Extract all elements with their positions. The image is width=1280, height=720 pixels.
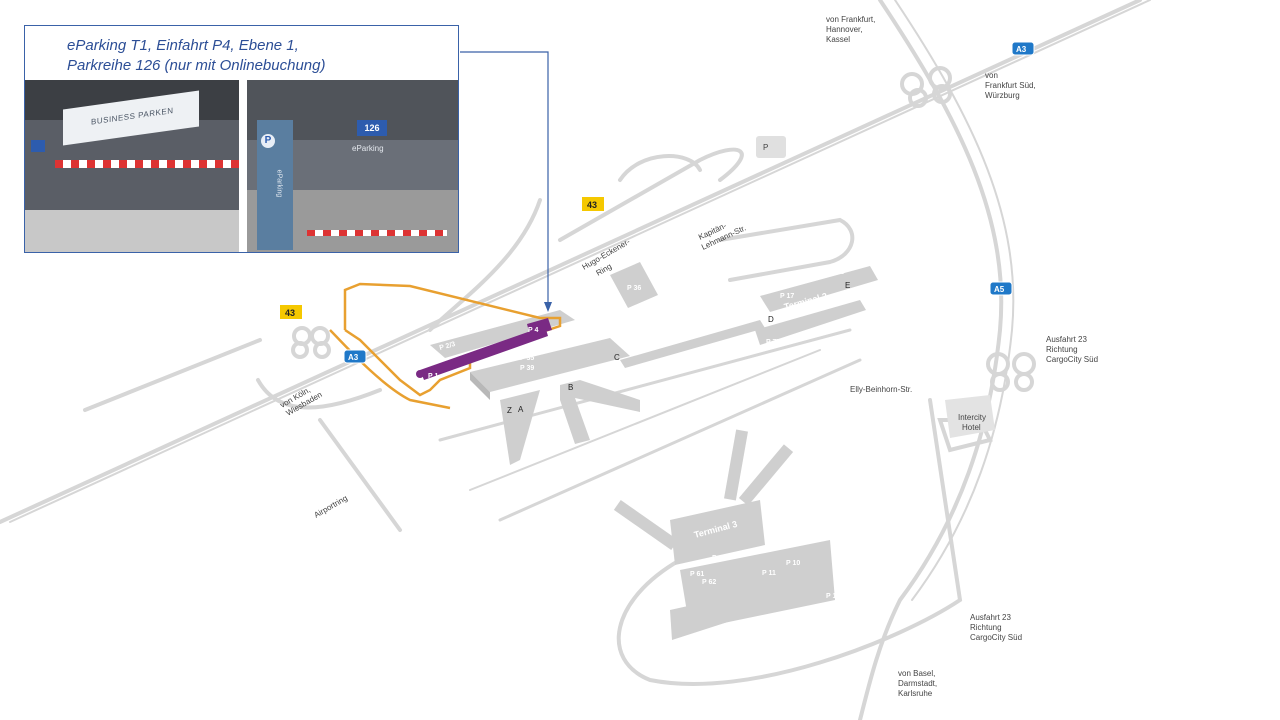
p5-label: P 5 bbox=[412, 345, 422, 352]
column-label: eParking bbox=[275, 169, 283, 198]
eparking-info-box: eParking T1, Einfahrt P4, Ebene 1, Parkr… bbox=[24, 25, 459, 253]
pier-e: E bbox=[845, 281, 850, 290]
intercity-label-2: Hotel bbox=[962, 423, 981, 432]
label-from-frankfurt-3: Kassel bbox=[826, 35, 850, 44]
side-road-left bbox=[83, 338, 262, 412]
b43-left-text: 43 bbox=[285, 308, 295, 318]
info-title: eParking T1, Einfahrt P4, Ebene 1, Parkr… bbox=[67, 36, 447, 76]
pier-c: C bbox=[614, 353, 620, 362]
intercity-label-1: Intercity bbox=[958, 413, 986, 422]
p4-label: P 4 bbox=[528, 327, 538, 334]
b43-top-text: 43 bbox=[587, 200, 597, 210]
interchange-left bbox=[291, 326, 331, 359]
p8-label: P 8 bbox=[776, 339, 786, 346]
terminal-1: Terminal 1 bbox=[430, 310, 765, 465]
p36-building bbox=[610, 262, 658, 308]
intercity-hotel bbox=[945, 395, 995, 438]
label-airportring: Airportring bbox=[313, 493, 349, 519]
p61-label: P 61 bbox=[690, 571, 704, 578]
p63-label: P 63 bbox=[712, 555, 726, 562]
p-top-label: P bbox=[763, 143, 768, 152]
label-frankfurt-sued-2: Frankfurt Süd, bbox=[985, 81, 1036, 90]
p-top-block bbox=[756, 136, 786, 158]
pier-d: D bbox=[768, 315, 774, 324]
pier-z: Z bbox=[507, 406, 512, 415]
label-frankfurt-sued-1: von bbox=[985, 71, 998, 80]
interchange-top bbox=[900, 66, 952, 108]
p12-label: P 12 bbox=[826, 593, 840, 600]
pier-b: B bbox=[568, 383, 573, 392]
info-title-line-1: eParking T1, Einfahrt P4, Ebene 1, bbox=[67, 37, 299, 54]
label-frankfurt-sued-3: Würzburg bbox=[985, 91, 1020, 100]
p11-label: P 11 bbox=[762, 570, 776, 577]
interchange-right bbox=[986, 352, 1036, 392]
photo-eparking-entrance: P eParking 126 eParking bbox=[247, 80, 458, 252]
b43-shield-left bbox=[280, 305, 302, 319]
p17-label: P 17 bbox=[780, 293, 794, 300]
a3-highway bbox=[0, 0, 1142, 524]
a3-left-text: A3 bbox=[348, 353, 359, 362]
p39-label: P 39 bbox=[520, 365, 534, 372]
airportring-road bbox=[318, 418, 402, 532]
p1-label: P 1 bbox=[428, 373, 438, 380]
label-from-frankfurt-1: von Frankfurt, bbox=[826, 15, 875, 24]
label-elly-beinhorn: Elly-Beinhorn-Str. bbox=[850, 385, 912, 394]
p18-label: P 18 bbox=[830, 269, 844, 276]
label-from-frankfurt-2: Hannover, bbox=[826, 25, 862, 34]
photo-business-parken: BUSINESS PARKEN bbox=[25, 80, 239, 252]
label-from-basel-3: Karlsruhe bbox=[898, 689, 933, 698]
row-126-sign: 126 bbox=[357, 120, 387, 136]
terminal-3: Terminal 3 bbox=[613, 429, 835, 640]
info-title-line-2: Parkreihe 126 (nur mit Onlinebuchung) bbox=[67, 57, 326, 74]
a5-highway bbox=[858, 0, 1004, 720]
terminal-2: Terminal 2 bbox=[755, 266, 878, 345]
a3-shield-top bbox=[1011, 41, 1035, 56]
pier-a: A bbox=[518, 405, 524, 414]
p2-label: P 2/3 bbox=[439, 341, 457, 352]
business-parken-text: BUSINESS PARKEN bbox=[91, 106, 174, 127]
eparking-wall-text: eParking bbox=[352, 144, 384, 153]
b43-shield-top bbox=[582, 197, 604, 211]
label-exit23-top-2: Richtung bbox=[1046, 345, 1078, 354]
a5-text: A5 bbox=[994, 285, 1005, 294]
label-from-basel-1: von Basel, bbox=[898, 669, 935, 678]
p36-label: P 36 bbox=[627, 285, 641, 292]
pointer-line bbox=[460, 51, 549, 305]
p62-label: P 62 bbox=[702, 579, 716, 586]
a3-shield-left bbox=[343, 349, 367, 364]
p10-label: P 10 bbox=[786, 560, 800, 567]
a3-top-text: A3 bbox=[1016, 45, 1027, 54]
p7-label: P 7 bbox=[766, 339, 776, 346]
label-exit23-top-1: Ausfahrt 23 bbox=[1046, 335, 1087, 344]
label-exit23-bottom-2: Richtung bbox=[970, 623, 1002, 632]
a5-shield bbox=[989, 281, 1013, 296]
label-exit23-bottom-1: Ausfahrt 23 bbox=[970, 613, 1011, 622]
p35-label: P 35 bbox=[520, 355, 534, 362]
p31-label: P 31 bbox=[484, 407, 498, 414]
label-exit23-top-3: CargoCity Süd bbox=[1046, 355, 1098, 364]
label-exit23-bottom-3: CargoCity Süd bbox=[970, 633, 1022, 642]
highlight-parking bbox=[420, 326, 548, 380]
label-from-basel-2: Darmstadt, bbox=[898, 679, 937, 688]
